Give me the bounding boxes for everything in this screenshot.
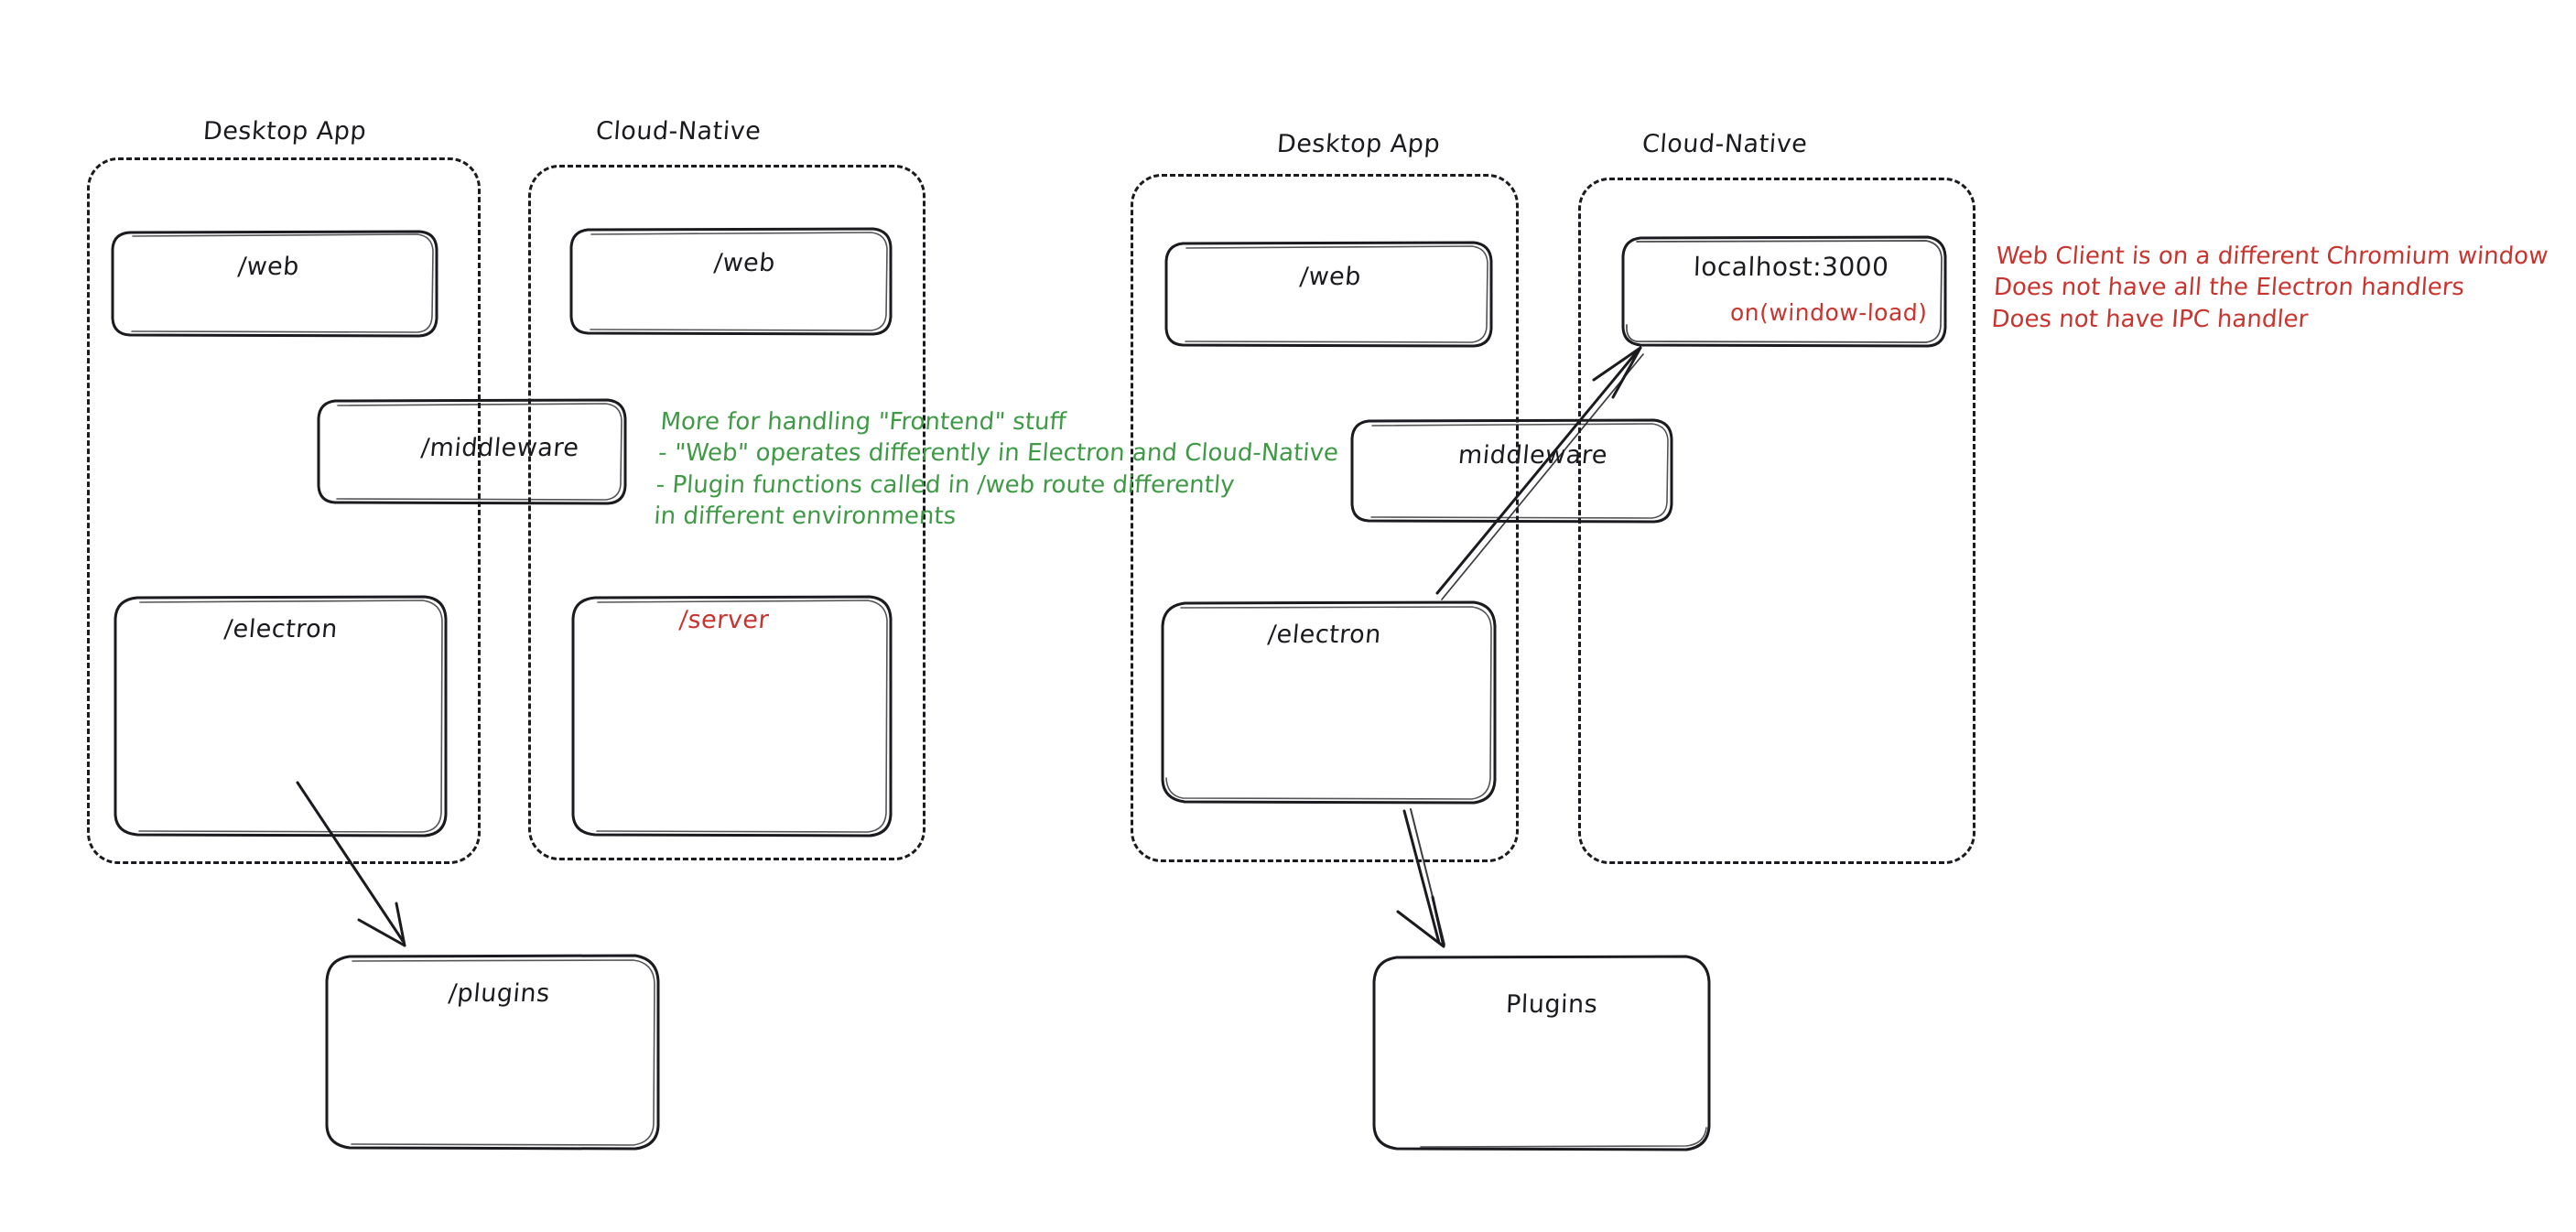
group-container-left-desktop-app: [87, 157, 481, 864]
box-label-left-middleware: /middleware: [419, 434, 580, 462]
group-title-right-desktop-app: Desktop App: [1275, 130, 1442, 158]
box-left-electron[interactable]: [110, 593, 450, 840]
box-label-left-plugins: /plugins: [447, 979, 552, 1008]
box-label-left-electron: /electron: [222, 615, 340, 643]
group-title-left-cloud-native: Cloud-Native: [594, 117, 763, 146]
group-title-left-desktop-app: Desktop App: [201, 117, 368, 146]
box-sublabel-right-localhost-on-window-load: on(window-load): [1729, 299, 1928, 326]
box-left-cloud-web[interactable]: [568, 226, 893, 338]
box-right-electron[interactable]: [1155, 599, 1501, 807]
box-left-middleware[interactable]: [315, 397, 628, 507]
box-right-plugins[interactable]: [1366, 952, 1716, 1155]
box-label-right-electron: /electron: [1266, 621, 1383, 649]
box-label-right-localhost: localhost:3000: [1693, 252, 1889, 282]
box-right-desktop-web[interactable]: [1163, 240, 1494, 350]
box-right-middleware[interactable]: [1348, 417, 1674, 525]
box-label-left-desktop-web: /web: [236, 253, 301, 281]
box-label-left-server: /server: [677, 606, 771, 634]
box-label-right-desktop-web: /web: [1298, 263, 1363, 291]
box-label-right-middleware: middleware: [1456, 441, 1609, 470]
group-title-right-cloud-native: Cloud-Native: [1640, 130, 1809, 158]
box-left-server[interactable]: [568, 593, 895, 840]
box-label-right-plugins: Plugins: [1505, 990, 1598, 1019]
group-container-left-cloud-native: [528, 165, 925, 860]
note-red-web-client: Web Client is on a different Chromium wi…: [1990, 243, 2549, 333]
box-left-plugins[interactable]: [320, 952, 663, 1153]
box-label-left-cloud-web: /web: [712, 249, 777, 277]
note-green-frontend: More for handling "Frontend" stuff - "We…: [653, 408, 1339, 530]
box-left-desktop-web[interactable]: [110, 229, 439, 339]
box-right-localhost[interactable]: [1618, 233, 1950, 351]
